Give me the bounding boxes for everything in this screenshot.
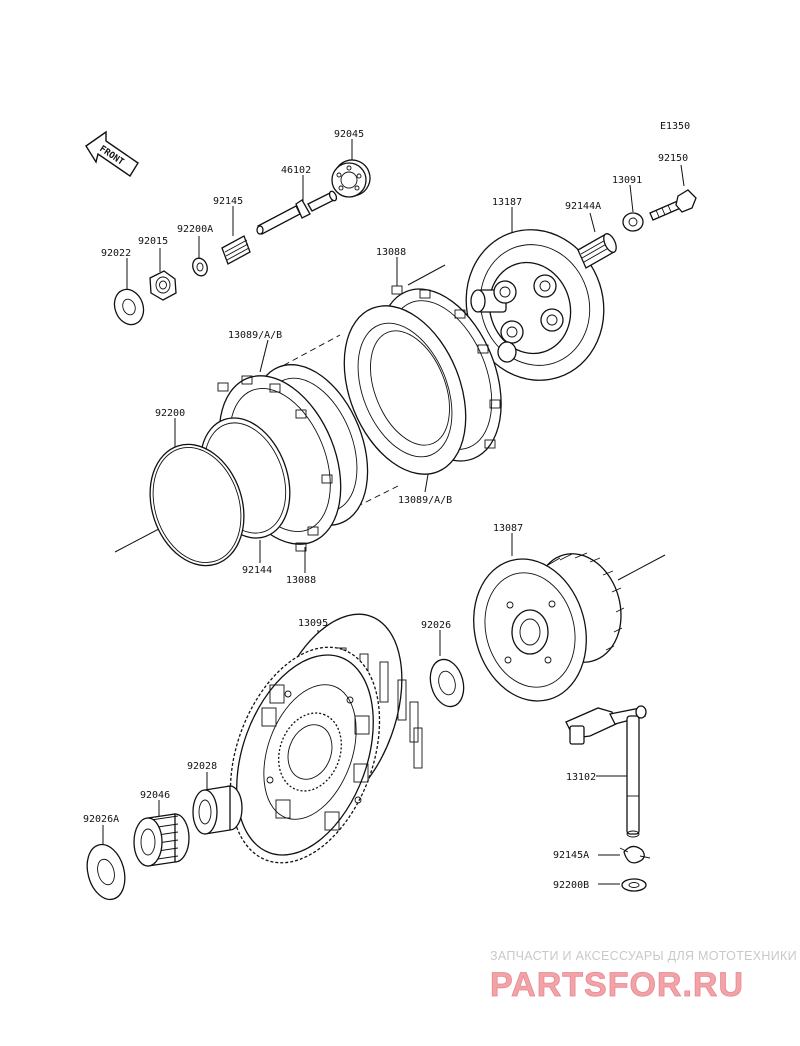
spring-92145A: [619, 845, 651, 864]
clutch-housing-13095: [229, 613, 423, 864]
ring-92200: [149, 443, 245, 567]
label-92046: 92046: [140, 790, 170, 801]
label-92015: 92015: [138, 236, 168, 247]
bolt-92150: [649, 189, 697, 221]
label-92200B: 92200B: [553, 880, 589, 891]
diagram-code: E1350: [660, 121, 690, 132]
part-labels: 92045 46102 92145 92200A 92015 92022 131…: [83, 129, 688, 891]
washer-92026A: [86, 843, 126, 901]
label-92150: 92150: [658, 153, 688, 164]
watermark-brand: PARTSFOR.RU: [490, 966, 744, 1004]
label-92028: 92028: [187, 761, 217, 772]
front-arrow-icon: FRONT: [85, 130, 139, 177]
label-13089-top: 13089/A/B: [228, 330, 282, 341]
spring-92145: [221, 235, 251, 265]
label-92145: 92145: [213, 196, 243, 207]
sleeve-92028: [192, 785, 243, 835]
push-rod-46102: [256, 190, 338, 235]
needle-bearing-92046: [133, 813, 190, 867]
nut-92015: [149, 270, 177, 301]
label-92144: 92144: [242, 565, 272, 576]
watermark-tagline: ЗАПЧАСТИ И АКСЕССУАРЫ ДЛЯ МОТОТЕХНИКИ: [490, 949, 797, 963]
clutch-hub-13087: [473, 552, 625, 702]
label-92022: 92022: [101, 248, 131, 259]
label-92145A: 92145A: [553, 850, 589, 861]
label-13091: 13091: [612, 175, 642, 186]
label-13088-top: 13088: [376, 247, 406, 258]
label-92026: 92026: [421, 620, 451, 631]
release-shaft-13102: [565, 705, 647, 838]
label-13095: 13095: [298, 618, 328, 629]
label-13102: 13102: [566, 772, 596, 783]
pressure-plate-13187: [465, 229, 605, 381]
washer-92200B: [621, 878, 647, 892]
watermark: ЗАПЧАСТИ И АКСЕССУАРЫ ДЛЯ МОТОТЕХНИКИ PA…: [490, 949, 797, 1004]
washer-92026: [429, 658, 465, 708]
washer-92022: [113, 288, 145, 326]
label-92200A: 92200A: [177, 224, 213, 235]
label-13089-bottom: 13089/A/B: [398, 495, 452, 506]
washer-92200A: [192, 257, 208, 277]
label-92200: 92200: [155, 408, 185, 419]
steel-plate-13089-top: [343, 305, 467, 475]
label-92144A: 92144A: [565, 201, 601, 212]
bearing-92045: [331, 159, 371, 198]
label-13087: 13087: [493, 523, 523, 534]
label-46102: 46102: [281, 165, 311, 176]
label-92026A: 92026A: [83, 814, 119, 825]
spring-holder-13091: [622, 212, 644, 232]
label-13187: 13187: [492, 197, 522, 208]
spring-92144A: [577, 233, 617, 269]
label-13088-bottom: 13088: [286, 575, 316, 586]
label-92045: 92045: [334, 129, 364, 140]
